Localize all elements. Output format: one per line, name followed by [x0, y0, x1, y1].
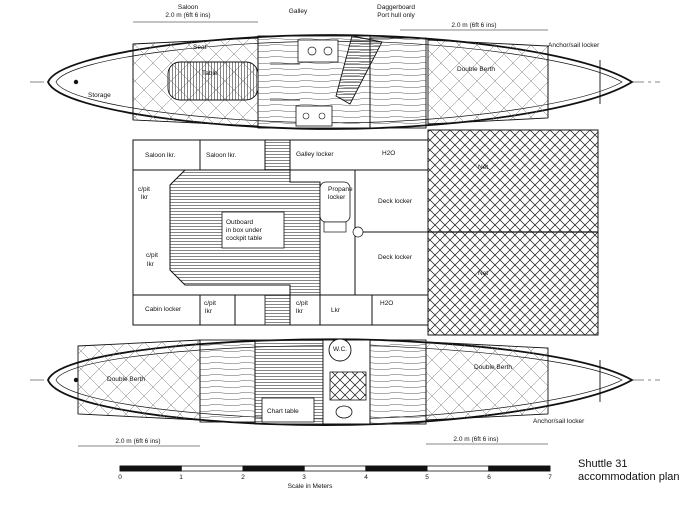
scale-tick: 2	[241, 474, 245, 481]
label-h2o-top: H2O	[382, 150, 396, 157]
label-double-berth-bottom-right: Double Berth	[474, 364, 512, 371]
scale-tick: 0	[118, 474, 122, 481]
plan-title-line-2: accommodation plan	[578, 471, 680, 483]
label-cpit-2: c/pit	[146, 252, 158, 259]
label-anchor-locker-top: Anchor/sail locker	[548, 42, 600, 49]
port-hull	[47, 338, 634, 427]
scale-tick: 7	[548, 474, 552, 481]
plan-title: Shuttle 31 accommodation plan	[578, 458, 680, 484]
label-lkr-3: lkr	[205, 308, 212, 315]
label-outboard-box: in box under	[226, 227, 262, 234]
scale-caption: Scale in Meters	[287, 483, 333, 490]
label-deck-locker-2: Deck locker	[378, 254, 412, 261]
label-lkr-1: lkr	[141, 194, 148, 201]
label-storage: Storage	[88, 92, 111, 99]
label-galley: Galley	[288, 8, 308, 15]
label-h2o-bottom: H2O	[380, 300, 394, 307]
label-lkr-5: Lkr	[331, 307, 341, 314]
net-trampoline	[427, 129, 599, 336]
label-net-top: Net	[478, 164, 489, 171]
label-bottom-dimension-left: 2.0 m (6ft 6 ins)	[115, 438, 161, 445]
scale-tick: 4	[364, 474, 368, 481]
label-net-bottom: Net	[478, 270, 489, 277]
label-outboard-table: cockpit table	[226, 235, 263, 242]
scale-tick: 5	[425, 474, 429, 481]
starboard-hull	[47, 34, 634, 130]
label-saloon-locker-2: Saloon lkr.	[206, 152, 237, 159]
label-cabin-locker: Cabin locker	[145, 306, 182, 313]
label-daggerboard: Daggerboard	[377, 4, 415, 11]
label-propane: Propane	[328, 186, 353, 193]
label-bottom-dimension-right: 2.0 m (6ft 6 ins)	[453, 436, 499, 443]
label-double-berth-top: Double Berth	[457, 66, 495, 73]
label-top-dimension: 2.0 m (6ft 6 ins)	[451, 22, 497, 29]
label-lkr-4: lkr	[296, 308, 303, 315]
label-propane-locker: locker	[328, 194, 346, 201]
label-wc: W.C.	[333, 346, 348, 353]
label-galley-locker: Galley locker	[296, 151, 334, 158]
label-cpit-1: c/pit	[138, 186, 150, 193]
scale-bar	[119, 465, 551, 472]
label-port-hull-only: Port hull only	[377, 12, 415, 19]
label-lkr-2: lkr	[147, 261, 154, 268]
label-seat: Seat	[193, 44, 207, 51]
companionway-steps	[264, 139, 291, 326]
label-anchor-locker-bottom: Anchor/sail locker	[533, 418, 585, 425]
label-saloon-dimension: 2.0 m (6ft 6 ins)	[165, 12, 211, 19]
cockpit-sole	[169, 169, 364, 296]
label-chart-table: Chart table	[267, 408, 299, 415]
scale-tick: 6	[487, 474, 491, 481]
label-cpit-3: c/pit	[204, 300, 216, 307]
label-double-berth-bottom-left: Double Berth	[107, 376, 145, 383]
plan-title-line-1: Shuttle 31	[578, 458, 628, 470]
label-outboard: Outboard	[226, 219, 254, 226]
label-deck-locker-1: Deck locker	[378, 198, 412, 205]
scale-tick: 3	[302, 474, 306, 481]
label-saloon: Saloon	[177, 4, 199, 11]
label-saloon-locker-1: Saloon lkr.	[145, 152, 176, 159]
scale-tick: 1	[179, 474, 183, 481]
label-cpit-4: c/pit	[296, 300, 308, 307]
label-table: Table	[202, 70, 218, 77]
dimension-lines	[78, 21, 548, 447]
